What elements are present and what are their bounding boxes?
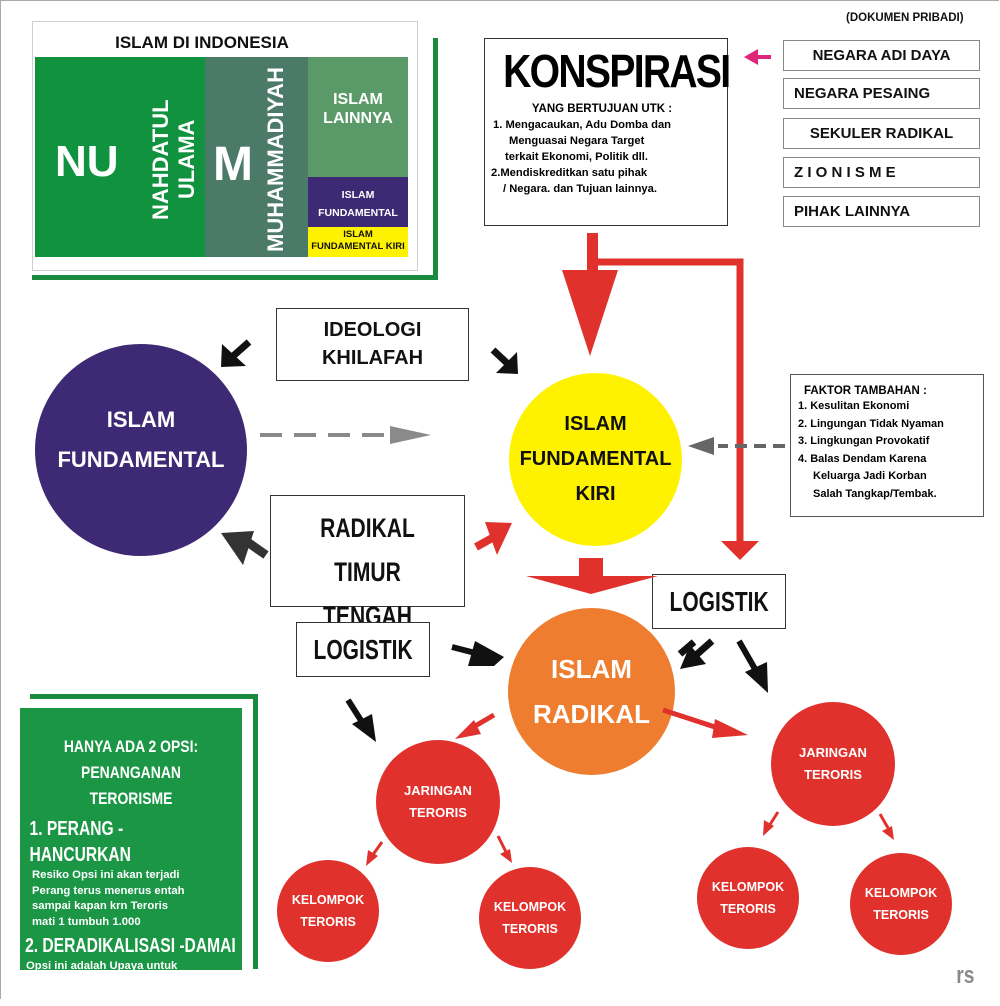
kiri-line2: FUNDAMENTAL KIRI [311, 241, 405, 252]
node-line: TERORIS [409, 805, 467, 820]
opsi-green-border [30, 694, 258, 699]
kiri-line1: ISLAM [343, 229, 373, 240]
node-line: KELOMPOK [291, 893, 365, 907]
node-line: RADIKAL [533, 698, 650, 729]
opsi2-title: 2. DERADIKALISASI -DAMAI [25, 935, 236, 957]
node-line: TERORIS [300, 915, 356, 929]
faktor-line: Salah Tangkap/Tembak. [813, 487, 937, 500]
faktor-line: Keluarga Jadi Korban [813, 470, 927, 482]
node-line: TERORIS [720, 902, 776, 916]
muhammadiyah-segment: M MUHAMMADIYAH [205, 57, 308, 257]
opsi-green-border [253, 694, 258, 969]
islam-lainnya-segment: ISLAM LAINNYA [308, 57, 408, 177]
muhammadiyah-name: MUHAMMADIYAH [263, 67, 288, 252]
konspirasi-line: 1. Mengacaukan, Adu Domba dan [493, 119, 671, 131]
islam-fundamental-kiri-node: ISLAM FUNDAMENTAL KIRI [509, 373, 682, 546]
faktor-line: 4. Balas Dendam Karena [798, 452, 927, 465]
nu-segment: NU NAHDATUL ULAMA [35, 57, 205, 257]
fund-line2: FUNDAMENTAL [318, 207, 398, 219]
logistik-right-label: LOGISTIK [669, 586, 769, 617]
radikal-line1: RADIKAL [320, 513, 415, 543]
ideologi-khilafah-box: IDEOLOGI KHILAFAH [276, 308, 469, 381]
actor-label: Z I O N I S M E [794, 164, 896, 181]
konspirasi-box: KONSPIRASI YANG BERTUJUAN UTK : 1. Menga… [484, 38, 731, 226]
opsi1-title: 1. PERANG - HANCURKAN [29, 818, 131, 866]
nu-name: NAHDATUL ULAMA [148, 99, 199, 220]
kelompok-teroris-node: KELOMPOK TERORIS [479, 867, 581, 969]
logistik-left-box: LOGISTIK [296, 622, 430, 677]
radikal-timur-tengah-box: RADIKAL TIMUR TENGAH [270, 495, 465, 631]
kelompok-teroris-node: KELOMPOK TERORIS [850, 853, 952, 955]
node-line: ISLAM [106, 407, 176, 432]
lainnya-line2: LAINNYA [323, 110, 393, 127]
document-label: (DOKUMEN PRIBADI) [846, 12, 964, 24]
faktor-title: FAKTOR TAMBAHAN : [804, 385, 927, 397]
faktor-line: 1. Kesulitan Ekonomi [798, 400, 910, 412]
islam-indonesia-title: ISLAM DI INDONESIA [115, 33, 289, 52]
jaringan-teroris-left-node: JARINGAN TERORIS [376, 740, 500, 864]
node-line: KIRI [575, 483, 616, 505]
opsi2-line: Opsi ini adalah Upaya untuk [26, 960, 178, 972]
nu-abbr: NU [55, 137, 119, 186]
node-line: TERORIS [502, 922, 558, 936]
konspirasi-line: 2.Mendiskreditkan satu pihak [491, 167, 648, 179]
konspirasi-line: Menguasai Negara Target [509, 135, 645, 147]
node-line: ISLAM [551, 653, 632, 684]
islam-fundamental-kiri-segment: ISLAM FUNDAMENTAL KIRI [308, 227, 408, 257]
node-line: KELOMPOK [711, 880, 785, 894]
ideologi-line1: IDEOLOGI [323, 319, 422, 341]
actor-label: NEGARA ADI DAYA [812, 47, 951, 64]
panel-green-border [433, 38, 438, 280]
node-line: TERORIS [873, 908, 929, 922]
opsi-title1: HANYA ADA 2 OPSI: [63, 737, 199, 756]
opsi-title2: PENANGANAN TERORISME [81, 763, 181, 808]
actor-box: NEGARA ADI DAYA [783, 40, 980, 71]
islam-radikal-node: ISLAM RADIKAL [508, 608, 675, 775]
actor-label: SEKULER RADIKAL [809, 125, 954, 142]
opsi1-line: sampai kapan krn Teroris [32, 900, 169, 912]
actor-label: NEGARA PESAING [794, 85, 931, 102]
actor-box: SEKULER RADIKAL [783, 118, 980, 149]
actor-label: PIHAK LAINNYA [794, 203, 911, 220]
node-line: KELOMPOK [493, 900, 567, 914]
konspirasi-title: KONSPIRASI [503, 45, 731, 97]
logistik-left-label: LOGISTIK [313, 634, 413, 665]
node-line: KELOMPOK [864, 886, 938, 900]
muhammadiyah-abbr: M [213, 138, 253, 191]
node-line: JARINGAN [799, 745, 867, 760]
actor-box: Z I O N I S M E [783, 157, 980, 188]
node-line: FUNDAMENTAL [519, 448, 672, 470]
opsi1-line: mati 1 tumbuh 1.000 [32, 915, 141, 928]
node-line: TERORIS [804, 767, 862, 782]
faktor-line: 2. Lingungan Tidak Nyaman [798, 417, 944, 430]
opsi-panel: HANYA ADA 2 OPSI: PENANGANAN TERORISME 1… [20, 708, 242, 1003]
signature: rs [956, 962, 975, 989]
opsi1-line: Perang terus menerus entah [32, 884, 185, 897]
kelompok-teroris-node: KELOMPOK TERORIS [277, 860, 379, 962]
faktor-line: 3. Lingkungan Provokatif [798, 435, 930, 447]
kelompok-teroris-node: KELOMPOK TERORIS [697, 847, 799, 949]
ideologi-line2: KHILAFAH [321, 347, 424, 369]
actor-box: NEGARA PESAING [783, 78, 980, 109]
actor-box: PIHAK LAINNYA [783, 196, 980, 227]
konspirasi-subtitle: YANG BERTUJUAN UTK : [531, 103, 673, 115]
opsi2-line: yang sudah ada/ Direkayasa [26, 991, 178, 1003]
opsi2-line: Memerangi Paham Radikal [26, 975, 170, 988]
konspirasi-line: terkait Ekonomi, Politik dll. [505, 151, 648, 163]
node-line: ISLAM [564, 413, 627, 435]
panel-green-border [32, 275, 438, 280]
islam-fundamental-segment: ISLAM FUNDAMENTAL [308, 177, 408, 227]
konspirasi-line: / Negara. dan Tujuan lainnya. [503, 183, 657, 195]
logistik-right-box: LOGISTIK [652, 574, 786, 629]
fund-line1: ISLAM [341, 189, 375, 201]
islam-fundamental-node: ISLAM FUNDAMENTAL [35, 344, 247, 556]
node-line: FUNDAMENTAL [57, 447, 225, 472]
lainnya-line1: ISLAM [333, 91, 383, 108]
faktor-tambahan-box: FAKTOR TAMBAHAN : 1. Kesulitan Ekonomi 2… [790, 374, 984, 517]
jaringan-teroris-right-node: JARINGAN TERORIS [771, 702, 895, 826]
node-line: JARINGAN [404, 783, 472, 798]
opsi1-line: Resiko Opsi ini akan terjadi [32, 869, 180, 881]
